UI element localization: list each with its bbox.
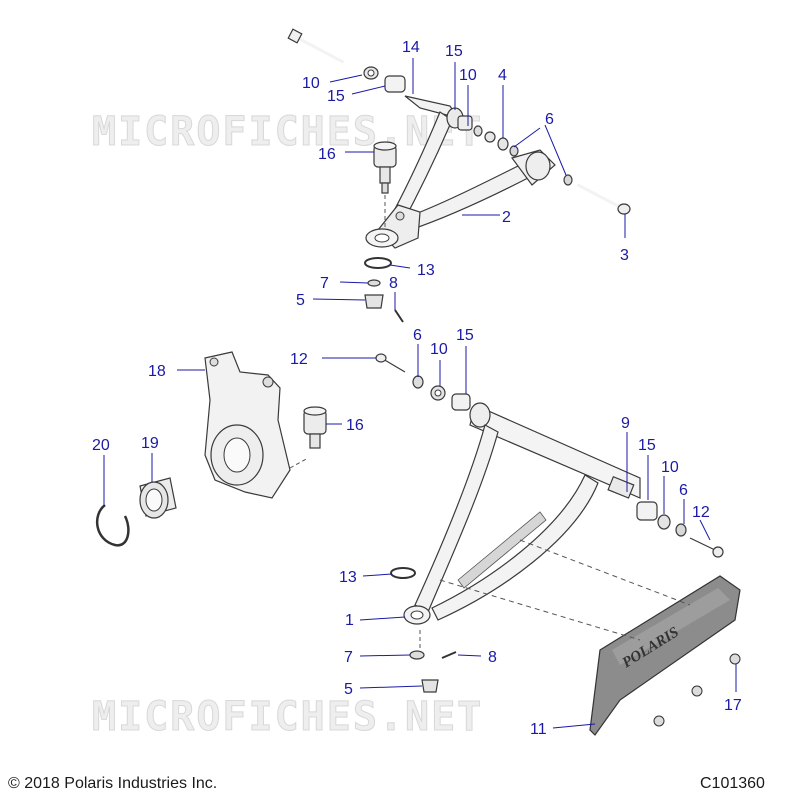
- callout-8-upper: 8: [389, 275, 398, 292]
- lower-castle-nut: [421, 679, 439, 693]
- callout-10-upper-rear: 10: [459, 67, 477, 84]
- upper-bolt-rear: [577, 183, 631, 215]
- callout-10-upper-front: 10: [302, 75, 320, 92]
- diagram-id: C101360: [700, 775, 765, 792]
- callout-5-lower: 5: [344, 681, 353, 698]
- a-arm-guard: POLARIS: [589, 575, 741, 736]
- guard-screws: [653, 653, 741, 727]
- watermark-bottom: MICROFICHES.NET: [92, 694, 483, 740]
- wheel-bearing: [139, 477, 177, 519]
- copyright-text: © 2018 Polaris Industries Inc.: [8, 775, 217, 792]
- callout-9: 9: [621, 415, 630, 432]
- callout-13-lower: 13: [339, 569, 357, 586]
- callout-15-lower-front: 15: [456, 327, 474, 344]
- lower-ball-joint: [303, 406, 327, 449]
- steering-knuckle: [204, 351, 291, 499]
- callout-11: 11: [530, 721, 547, 738]
- callout-14: 14: [402, 39, 420, 56]
- callout-10-lower-front: 10: [430, 341, 448, 358]
- callout-13-upper: 13: [417, 262, 435, 279]
- lower-bolt-rear: [689, 537, 724, 558]
- callout-15-upper-front: 15: [327, 88, 345, 105]
- lower-washer-7: [409, 650, 425, 660]
- leader-lines: [103, 58, 737, 729]
- upper-ball-joint: [373, 141, 397, 194]
- bearing-snap-ring: [95, 504, 130, 547]
- upper-bushing-front: [384, 75, 406, 93]
- callout-17: 17: [724, 697, 742, 714]
- lower-a-arm: [403, 402, 641, 625]
- callout-6-lower-front: 6: [413, 327, 422, 344]
- callout-18: 18: [148, 363, 166, 380]
- lower-bolt-front: [375, 353, 406, 373]
- callout-16-lower: 16: [346, 417, 364, 434]
- callout-6-lower-rear: 6: [679, 482, 688, 499]
- callout-12-rear: 12: [692, 504, 710, 521]
- upper-a-arm: [365, 95, 556, 249]
- callout-15-upper-top: 15: [445, 43, 463, 60]
- lower-a-arm-assembly: POLARIS: [95, 351, 741, 736]
- upper-washer-7: [367, 279, 381, 287]
- callouts: 14 15 10 4 10 15 6 16 2 3 13 7 8 5 12 6 …: [92, 39, 742, 738]
- upper-a-arm-assembly: [287, 28, 631, 323]
- callout-1: 1: [345, 612, 354, 629]
- watermark-top: MICROFICHES.NET: [92, 109, 483, 155]
- callout-15-lower-rear: 15: [638, 437, 656, 454]
- upper-bolt-front: [287, 28, 344, 64]
- callout-8-lower: 8: [488, 649, 497, 666]
- callout-7-upper: 7: [320, 275, 329, 292]
- callout-2: 2: [502, 209, 511, 226]
- upper-washer-rear: [563, 174, 573, 186]
- callout-10-lower-rear: 10: [661, 459, 679, 476]
- upper-castle-nut: [364, 294, 384, 309]
- callout-7-lower: 7: [344, 649, 353, 666]
- callout-12-front: 12: [290, 351, 308, 368]
- callout-20: 20: [92, 437, 110, 454]
- upper-cotter-pin: [394, 309, 404, 323]
- callout-4: 4: [498, 67, 507, 84]
- callout-3: 3: [620, 247, 629, 264]
- callout-5-upper: 5: [296, 292, 305, 309]
- callout-6-upper: 6: [545, 111, 554, 128]
- lower-cotter-pin: [441, 651, 457, 659]
- callout-19: 19: [141, 435, 159, 452]
- upper-snap-ring: [364, 257, 392, 269]
- lower-snap-ring: [390, 567, 416, 579]
- callout-16-upper: 16: [318, 146, 336, 163]
